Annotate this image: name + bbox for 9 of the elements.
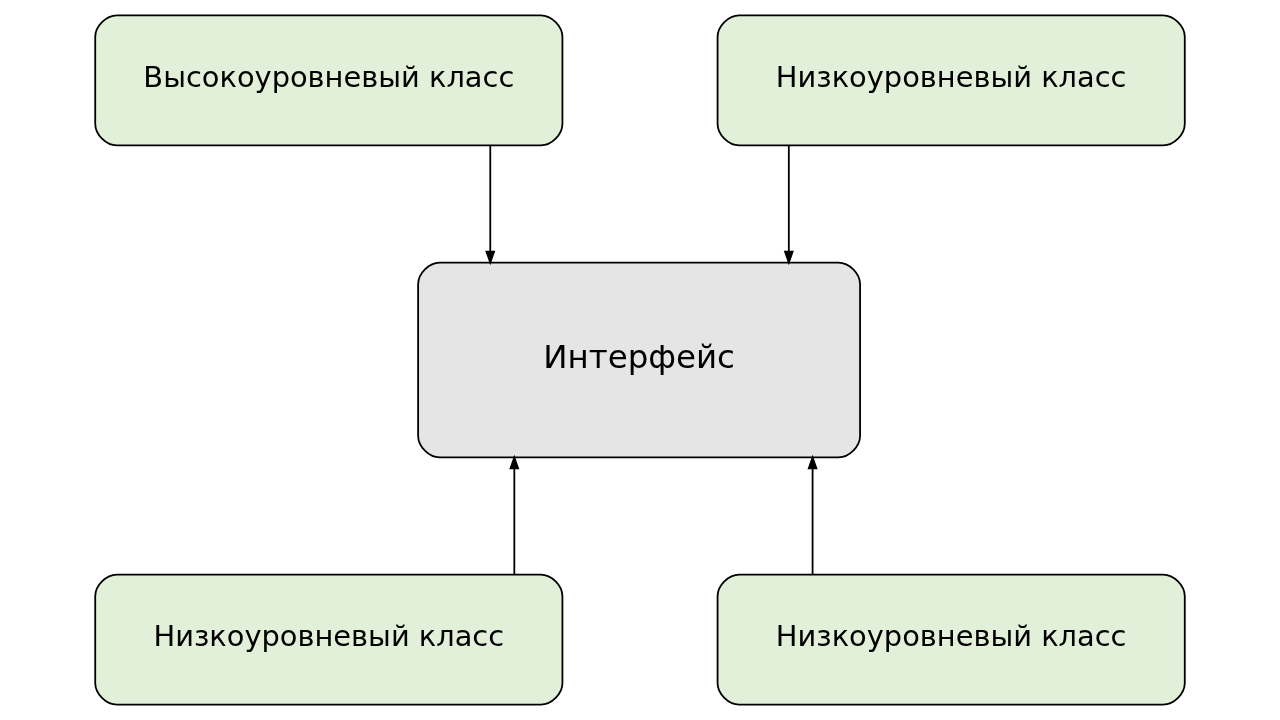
node-box: Низкоуровневый класс <box>94 573 564 706</box>
arrow <box>509 454 520 575</box>
arrow <box>485 145 496 266</box>
node-box: Высокоуровневый класс <box>94 14 564 147</box>
node-box: Низкоуровневый класс <box>716 573 1186 706</box>
node-box: Интерфейс <box>417 261 861 459</box>
node-box: Низкоуровневый класс <box>716 14 1186 147</box>
arrow <box>807 454 818 575</box>
arrow <box>783 145 794 266</box>
